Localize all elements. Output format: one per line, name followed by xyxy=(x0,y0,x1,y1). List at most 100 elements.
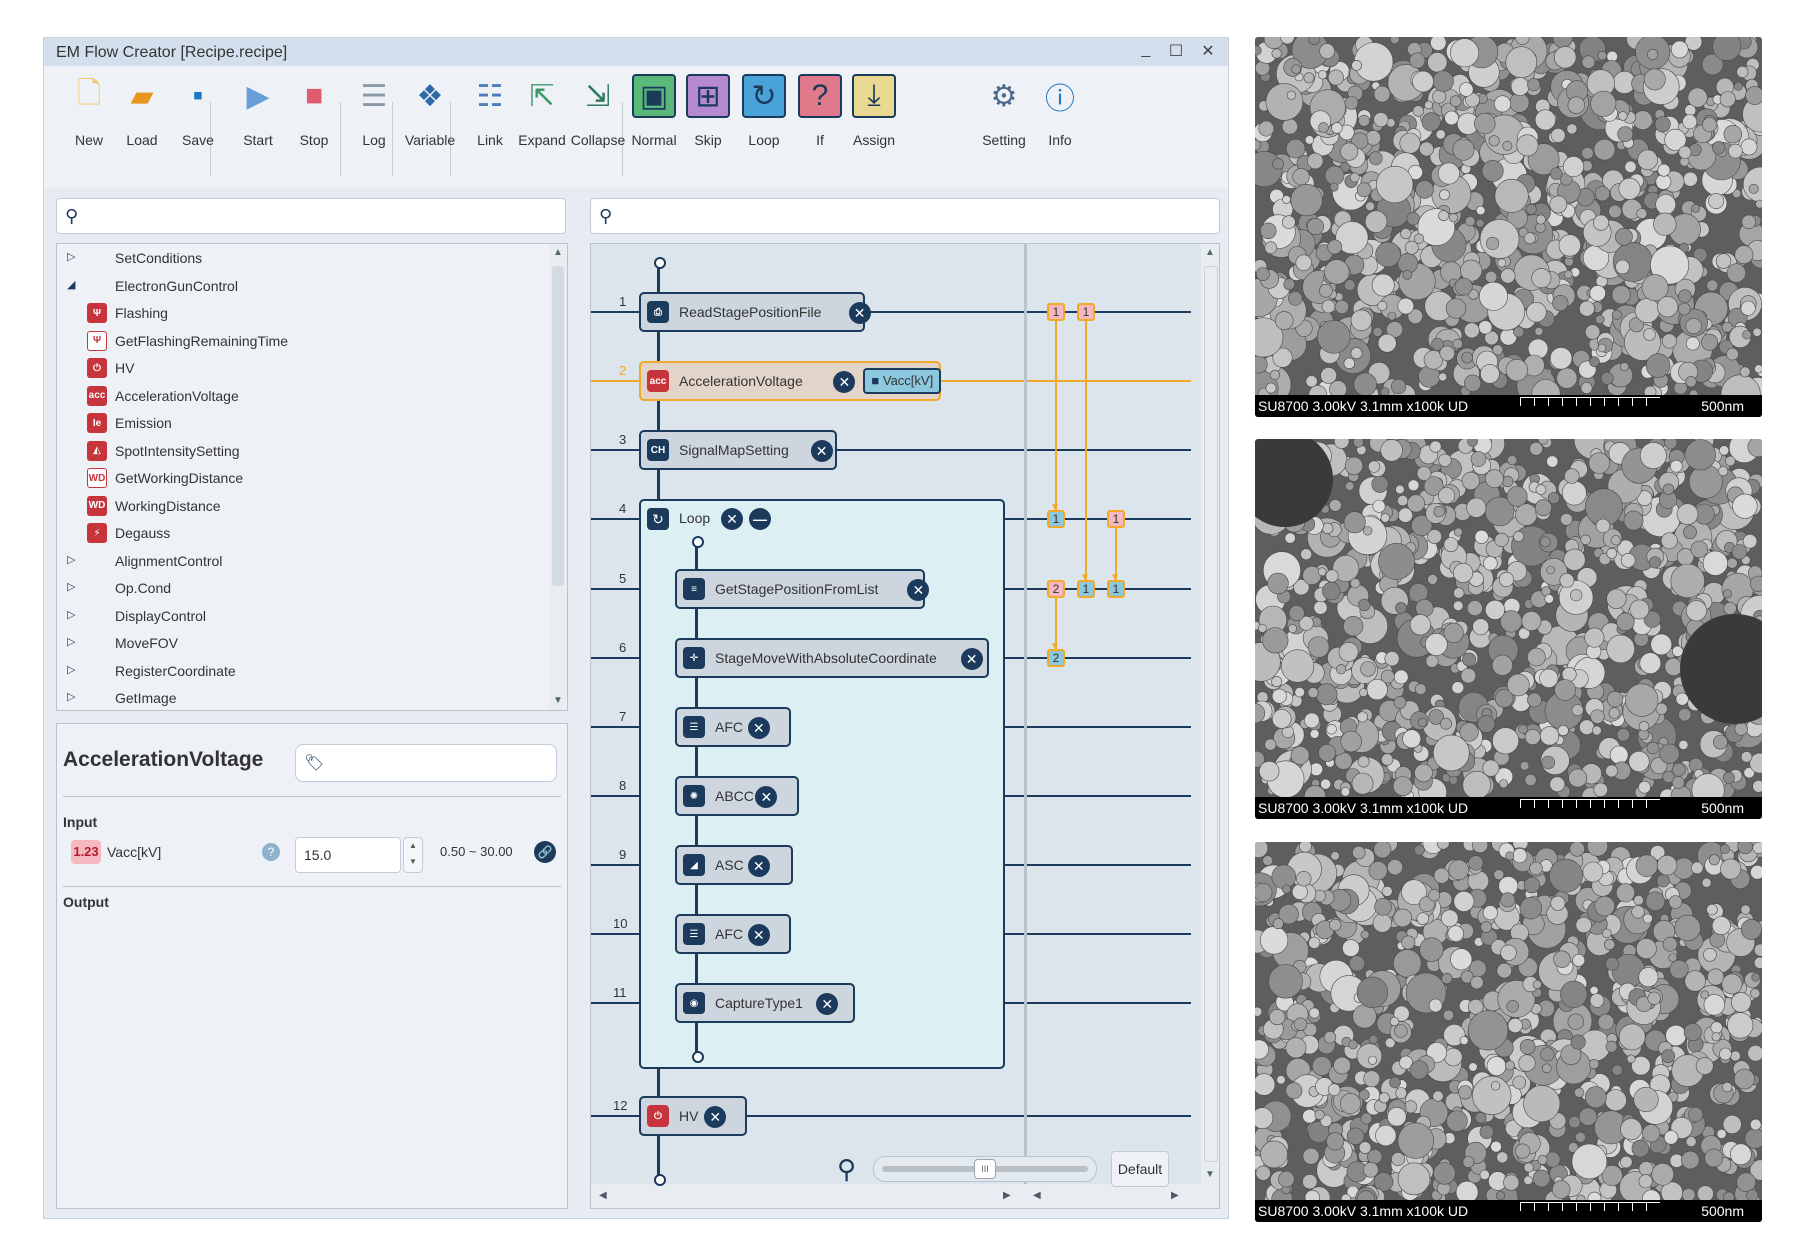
tree-category[interactable]: ▷AlignmentControl xyxy=(57,549,537,575)
flow-node[interactable]: ✛StageMoveWithAbsoluteCoordinate✕ xyxy=(675,638,989,678)
maximize-button[interactable]: ☐ xyxy=(1168,43,1184,60)
scroll-down-icon[interactable]: ▼ xyxy=(1205,1169,1215,1180)
delete-node-icon[interactable]: ✕ xyxy=(816,993,839,1015)
tree-item[interactable]: ◭SpotIntensitySetting xyxy=(57,439,537,465)
skip-button[interactable]: ⊞Skip xyxy=(680,74,736,182)
zoom-default-button[interactable]: Default xyxy=(1111,1151,1169,1187)
flow-canvas[interactable]: ▲ ▼ ◀ ▶ ◀ ▶ ⚲ III Default 1⎙ReadStagePos… xyxy=(590,243,1220,1209)
flow-search-input[interactable]: ⚲ xyxy=(590,198,1220,234)
flow-node[interactable]: ◢ASC✕ xyxy=(675,845,793,885)
link-icon[interactable]: 🔗 xyxy=(534,841,556,863)
flow-node[interactable]: ⏻HV✕ xyxy=(639,1096,747,1136)
title-bar[interactable]: EM Flow Creator [Recipe.recipe] _ ☐ ✕ xyxy=(44,38,1228,66)
delete-node-icon[interactable]: ✕ xyxy=(833,371,856,393)
tree-category[interactable]: ▷DisplayControl xyxy=(57,604,537,630)
tree-category[interactable]: ▷Op.Cond xyxy=(57,576,537,602)
connector-port[interactable]: 2 xyxy=(1047,649,1065,667)
minimize-button[interactable]: _ xyxy=(1141,41,1151,58)
collapsed-arrow-icon[interactable]: ▷ xyxy=(67,663,76,676)
scroll-right-icon[interactable]: ▶ xyxy=(1003,1190,1011,1201)
scroll-up-icon[interactable]: ▲ xyxy=(1205,247,1215,258)
collapsed-arrow-icon[interactable]: ▷ xyxy=(67,691,76,703)
flow-vertical-scrollbar[interactable]: ▲ ▼ xyxy=(1201,244,1219,1184)
collapsed-arrow-icon[interactable]: ▷ xyxy=(67,581,76,593)
variable-button[interactable]: ❖Variable xyxy=(402,74,458,182)
start-button[interactable]: ▶Start xyxy=(230,74,286,182)
flow-node[interactable]: ✺ABCC✕ xyxy=(675,776,799,816)
connector-divider[interactable] xyxy=(1024,244,1027,1208)
tree-category[interactable]: ▷SetConditions xyxy=(57,246,537,272)
delete-node-icon[interactable]: ✕ xyxy=(907,579,930,601)
connector-port[interactable]: 1 xyxy=(1047,510,1065,528)
delete-node-icon[interactable]: ✕ xyxy=(960,648,983,670)
delete-node-icon[interactable]: ✕ xyxy=(747,717,770,739)
collapse-button[interactable]: ⇲Collapse xyxy=(570,74,626,182)
flow-node[interactable]: ⎙ReadStagePositionFile✕ xyxy=(639,292,871,332)
vacc-value-input[interactable]: 15.0 xyxy=(295,837,401,873)
flow-node[interactable]: ☰AFC✕ xyxy=(675,707,791,747)
close-button[interactable]: ✕ xyxy=(1201,43,1215,60)
connector-port[interactable]: 1 xyxy=(1047,303,1065,321)
function-search-input[interactable]: ⚲ xyxy=(56,198,566,234)
scroll-left-icon[interactable]: ◀ xyxy=(1033,1190,1041,1201)
save-button[interactable]: ▪Save xyxy=(170,74,226,182)
scroll-down-icon[interactable]: ▼ xyxy=(553,695,563,706)
value-stepper[interactable]: ▲ ▼ xyxy=(403,837,423,873)
new-button[interactable]: 🗋New xyxy=(61,74,117,182)
loop-button[interactable]: ↻Loop xyxy=(736,74,792,182)
flow-node[interactable]: ≡GetStagePositionFromList✕ xyxy=(675,569,930,609)
delete-node-icon[interactable]: ✕ xyxy=(747,855,770,877)
flow-node[interactable]: ◉CaptureType1✕ xyxy=(675,983,855,1023)
connector-port[interactable]: 2 xyxy=(1047,580,1065,598)
delete-node-icon[interactable]: ✕ xyxy=(810,440,833,462)
tree-item[interactable]: ⚡Degauss xyxy=(57,521,537,547)
help-icon[interactable]: ? xyxy=(262,843,280,861)
expand-button[interactable]: ⇱Expand xyxy=(514,74,570,182)
tag-input[interactable]: 🏷 xyxy=(295,744,557,782)
normal-button[interactable]: ▣Normal xyxy=(626,74,682,182)
link-button[interactable]: ☷Link xyxy=(462,74,518,182)
scroll-thumb[interactable] xyxy=(1204,266,1218,1162)
connector-port[interactable]: 1 xyxy=(1077,580,1095,598)
tree-category[interactable]: ▷GetImage xyxy=(57,686,537,710)
load-button[interactable]: ▰Load xyxy=(114,74,170,182)
if-button[interactable]: ?If xyxy=(792,74,848,182)
expanded-arrow-icon[interactable]: ◢ xyxy=(67,278,76,291)
collapsed-arrow-icon[interactable]: ▷ xyxy=(67,251,76,263)
setting-button[interactable]: ⚙Setting xyxy=(976,74,1032,182)
delete-node-icon[interactable]: ✕ xyxy=(755,786,778,808)
connector-port[interactable]: 1 xyxy=(1077,303,1095,321)
zoom-slider[interactable]: III xyxy=(873,1156,1097,1182)
stepper-down-icon[interactable]: ▼ xyxy=(409,857,417,866)
collapsed-arrow-icon[interactable]: ▷ xyxy=(67,553,76,566)
connector-port[interactable]: 1 xyxy=(1107,510,1125,528)
log-button[interactable]: ☰Log xyxy=(346,74,402,182)
tree-item[interactable]: ⏻HV xyxy=(57,356,537,382)
scroll-up-icon[interactable]: ▲ xyxy=(553,247,563,258)
assign-button[interactable]: ⤓Assign xyxy=(846,74,902,182)
delete-node-icon[interactable]: ✕ xyxy=(721,508,743,530)
collapsed-arrow-icon[interactable]: ▷ xyxy=(67,608,76,621)
tree-scrollbar[interactable]: ▲ ▼ xyxy=(549,244,567,710)
delete-node-icon[interactable]: ✕ xyxy=(747,924,770,946)
flow-horizontal-scrollbar[interactable]: ◀ ▶ ◀ ▶ xyxy=(591,1184,1219,1208)
tree-category[interactable]: ▷MoveFOV xyxy=(57,631,537,657)
stepper-up-icon[interactable]: ▲ xyxy=(409,841,417,850)
tree-category[interactable]: ◢ElectronGunControl xyxy=(57,274,537,300)
variable-chip[interactable]: ■ Vacc[kV] xyxy=(863,368,942,394)
stop-button[interactable]: ■Stop xyxy=(286,74,342,182)
zoom-thumb[interactable]: III xyxy=(974,1159,996,1179)
scroll-left-icon[interactable]: ◀ xyxy=(599,1190,607,1201)
collapsed-arrow-icon[interactable]: ▷ xyxy=(67,636,76,648)
flow-node[interactable]: ☰AFC✕ xyxy=(675,914,791,954)
delete-node-icon[interactable]: ✕ xyxy=(704,1106,727,1128)
tree-category[interactable]: ▷RegisterCoordinate xyxy=(57,659,537,685)
